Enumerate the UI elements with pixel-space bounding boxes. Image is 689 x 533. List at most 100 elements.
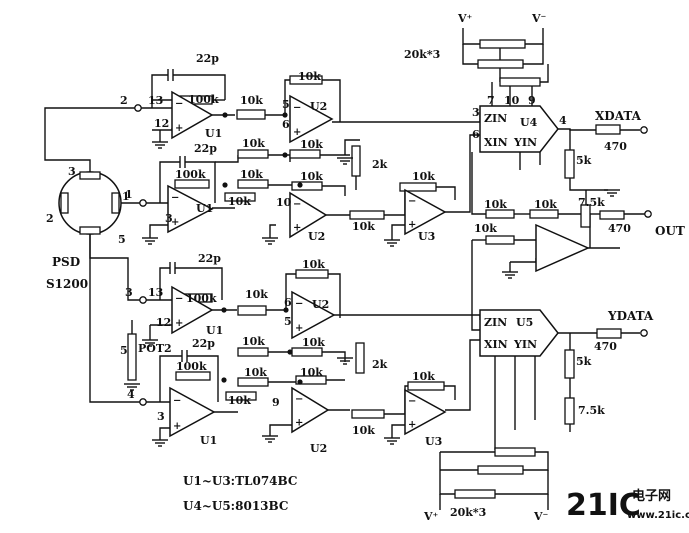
- x-u2a-plus: +: [293, 127, 301, 138]
- sum-r1-value: 10k: [484, 198, 507, 211]
- y-u2a-label: U2: [312, 298, 329, 311]
- y-r-d-value: 10k: [228, 394, 251, 407]
- y-r-fb2: [295, 269, 329, 279]
- y-r-c-value: 10k: [244, 366, 267, 379]
- x-pin-5: 5: [282, 98, 290, 111]
- wire: [175, 267, 223, 300]
- wire: [89, 234, 140, 403]
- div-top-vplus: V⁺: [457, 12, 473, 25]
- wire: [391, 224, 405, 240]
- y-u1b-plus: +: [173, 421, 181, 432]
- div-top-r2: [477, 59, 524, 69]
- sum-r-out: [599, 210, 625, 220]
- wire: [215, 155, 239, 163]
- wire: [391, 424, 405, 438]
- wire: [332, 112, 481, 123]
- sum-r-470: 470: [608, 222, 631, 235]
- div-bot-r2: [477, 465, 524, 475]
- y-r-f-value: 10k: [300, 366, 323, 379]
- wire: [149, 224, 168, 238]
- wire: [445, 339, 480, 411]
- ground-icon: [152, 141, 168, 149]
- u4-multiplier: [479, 105, 559, 153]
- y-r-e-value: 10k: [302, 336, 325, 349]
- ground-icon: [124, 383, 140, 391]
- wire: [439, 452, 455, 495]
- x-u2a-minus: −: [293, 103, 301, 114]
- ground-icon: [337, 157, 353, 165]
- wire: [44, 107, 135, 172]
- y-r-b: [237, 347, 269, 357]
- div-bot-vplus: V⁺: [423, 510, 439, 523]
- x-u1b: [167, 184, 214, 234]
- y-u3-minus: −: [408, 396, 416, 407]
- x-r-fb2: [289, 75, 323, 85]
- wire: [187, 355, 219, 402]
- psd-model: S1200: [46, 277, 88, 291]
- watermark-url: www.21ic.com: [627, 510, 689, 521]
- div-bot-r1: [494, 447, 536, 457]
- wire: [159, 267, 170, 300]
- y-r-d: [225, 391, 257, 401]
- y-r-h-value: 10k: [412, 370, 435, 383]
- junction-dot: [221, 377, 227, 383]
- ground-icon: [502, 271, 518, 279]
- x-r-b-value: 10k: [242, 137, 265, 150]
- psd-pin-2: 2: [46, 212, 54, 225]
- note-1: U1~U3:TL074BC: [183, 474, 297, 488]
- sum-r3-value: 10k: [474, 222, 497, 235]
- wire: [540, 64, 549, 83]
- u4-name: U4: [520, 116, 538, 129]
- x-r-h-value: 10k: [412, 170, 435, 183]
- wire: [269, 424, 292, 436]
- x-r-fb3-value: 100k: [175, 168, 206, 181]
- x-u3: [404, 188, 447, 236]
- junction-dot: [297, 379, 303, 385]
- u4-r-load-value: 5k: [576, 154, 592, 167]
- x-r-e-value: 10k: [300, 138, 323, 151]
- y-pin-12: 12: [156, 316, 171, 329]
- psd-electrode: [60, 192, 69, 214]
- x-u1b-label: U1: [196, 202, 213, 215]
- y-u2a: [291, 290, 336, 340]
- sum-r3: [485, 235, 515, 245]
- wire: [436, 186, 456, 200]
- y-pin-3b: 3: [157, 410, 165, 423]
- terminal: [139, 398, 147, 406]
- x-r-pot-value: 2k: [372, 158, 388, 171]
- div-top-r3: [499, 77, 541, 87]
- div-bot-r3: [454, 489, 496, 499]
- sum-r1: [485, 209, 515, 219]
- u5-multiplier: [479, 309, 559, 357]
- x-u2b: [289, 191, 328, 239]
- x-r-c-value: 10k: [240, 168, 263, 181]
- div-top-pin-7: 7: [487, 94, 495, 107]
- ground-icon: [604, 189, 620, 197]
- wire: [159, 161, 180, 203]
- y-u3-label: U3: [425, 435, 442, 448]
- div-top-label: 20k*3: [404, 48, 440, 61]
- wire: [284, 79, 290, 115]
- watermark-logo: 21IC: [566, 488, 641, 523]
- u4-xin: XIN: [484, 136, 508, 149]
- x-r-c: [237, 179, 269, 189]
- y-u2b-plus: +: [295, 417, 303, 428]
- x-u1a: [171, 90, 214, 140]
- wire: [151, 74, 168, 108]
- div-bot-label: 20k*3: [450, 506, 486, 519]
- y-r-g: [351, 409, 385, 419]
- ground-icon: [262, 435, 278, 443]
- x-pin-10: 10: [276, 196, 292, 209]
- sum-amp: [535, 223, 590, 273]
- u4-r-470: 470: [604, 140, 627, 153]
- psd-pin-5: 5: [118, 233, 126, 246]
- terminal: [139, 296, 147, 304]
- ground-icon: [152, 439, 168, 447]
- y-pin-13: 13: [148, 286, 163, 299]
- psd-pin-3: 3: [68, 165, 76, 178]
- y-pin-6: 6: [284, 296, 292, 309]
- y-u2b: [291, 386, 330, 434]
- x-r-d: [224, 192, 256, 202]
- junction-dot: [283, 307, 289, 313]
